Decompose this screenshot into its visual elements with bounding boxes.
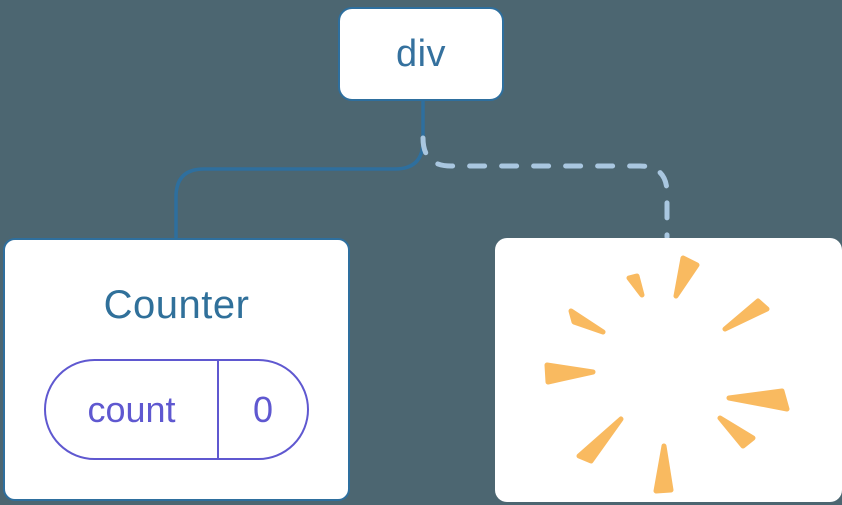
poof-ray: [576, 416, 624, 464]
poof-ray: [717, 415, 756, 449]
div-node-label: div: [395, 32, 447, 75]
edge-dashed-to-removed: [420, 135, 670, 240]
poof-icon: [544, 255, 790, 494]
tree-node-removed: [495, 238, 842, 502]
poof-ray: [673, 255, 700, 299]
tree-node-div: div: [338, 7, 504, 101]
poof-ray: [568, 308, 606, 335]
tree-node-counter: Counter count 0: [3, 238, 350, 501]
poof-ray: [544, 362, 596, 385]
poof-ray: [726, 388, 790, 412]
state-value: 0: [252, 388, 274, 430]
state-pill: count 0: [44, 359, 309, 460]
poof-ray: [722, 298, 770, 332]
edge-solid-to-counter: [174, 97, 425, 239]
counter-title: Counter: [103, 283, 250, 327]
state-name: count: [46, 361, 219, 458]
poof-ray: [626, 273, 645, 298]
poof-ray: [653, 443, 674, 494]
